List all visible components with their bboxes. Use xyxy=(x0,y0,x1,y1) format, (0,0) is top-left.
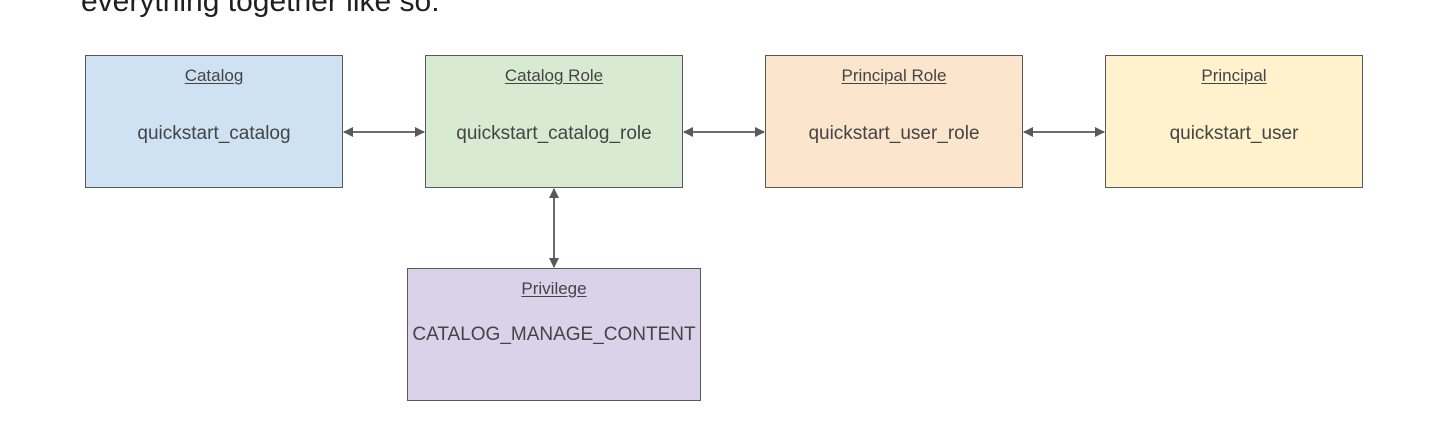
intro-text: everything together like so: xyxy=(81,0,440,18)
privilege-node-title: Privilege xyxy=(521,279,587,298)
principal-node-value: quickstart_user xyxy=(1169,123,1299,144)
catalog-node: Catalog quickstart_catalog xyxy=(85,55,343,188)
principal-node-title: Principal xyxy=(1201,66,1267,85)
catalog-role-node-title: Catalog Role xyxy=(504,66,604,85)
catalog-node-title: Catalog xyxy=(184,66,244,85)
catalog-node-value: quickstart_catalog xyxy=(137,123,291,144)
privilege-node-value: CATALOG_MANAGE_CONTENT xyxy=(412,324,696,345)
catalog-role-node-value: quickstart_catalog_role xyxy=(456,123,652,144)
catalog-role-node: Catalog Role quickstart_catalog_role xyxy=(425,55,683,188)
principal-role-node: Principal Role quickstart_user_role xyxy=(765,55,1023,188)
principal-role-node-value: quickstart_user_role xyxy=(808,123,980,144)
principal-role-node-title: Principal Role xyxy=(841,66,947,85)
principal-node: Principal quickstart_user xyxy=(1105,55,1363,188)
privilege-node: Privilege CATALOG_MANAGE_CONTENT xyxy=(407,268,701,401)
